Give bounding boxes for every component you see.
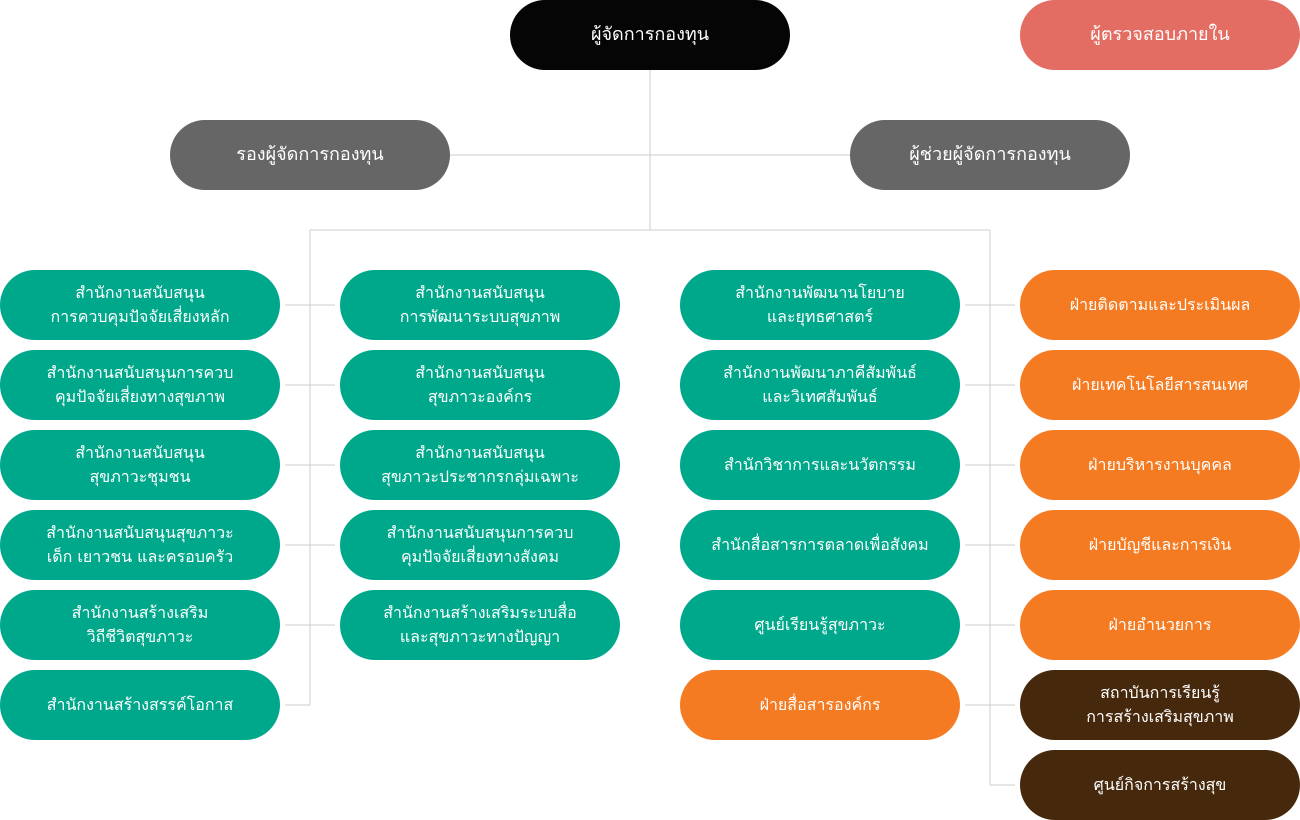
office-box: สำนักงานสร้างเสริมระบบสื่อ และสุขภาวะทาง… bbox=[340, 590, 620, 660]
assistant-manager-box: ผู้ช่วยผู้จัดการกองทุน bbox=[850, 120, 1130, 190]
department-box: ฝ่ายอำนวยการ bbox=[1020, 590, 1300, 660]
internal-auditor-box: ผู้ตรวจสอบภายใน bbox=[1020, 0, 1300, 70]
office-box: ศูนย์เรียนรู้สุขภาวะ bbox=[680, 590, 960, 660]
office-box: สำนักงานพัฒนาภาคีสัมพันธ์ และวิเทศสัมพัน… bbox=[680, 350, 960, 420]
office-box: สำนักวิชาการและนวัตกรรม bbox=[680, 430, 960, 500]
office-box: สำนักงานสร้างเสริม วิถีชีวิตสุขภาวะ bbox=[0, 590, 280, 660]
center-box: ศูนย์กิจการสร้างสุข bbox=[1020, 750, 1300, 820]
fund-manager-box: ผู้จัดการกองทุน bbox=[510, 0, 790, 70]
institute-box: สถาบันการเรียนรู้ การสร้างเสริมสุขภาพ bbox=[1020, 670, 1300, 740]
office-box: สำนักงานสนับสนุน สุขภาวะชุมชน bbox=[0, 430, 280, 500]
office-box: สำนักงานสนับสนุนสุขภาวะ เด็ก เยาวชน และค… bbox=[0, 510, 280, 580]
department-box: ฝ่ายติดตามและประเมินผล bbox=[1020, 270, 1300, 340]
office-box: สำนักงานสนับสนุน การพัฒนาระบบสุขภาพ bbox=[340, 270, 620, 340]
office-box: สำนักสื่อสารการตลาดเพื่อสังคม bbox=[680, 510, 960, 580]
department-box: ฝ่ายบริหารงานบุคคล bbox=[1020, 430, 1300, 500]
department-box: ฝ่ายสื่อสารองค์กร bbox=[680, 670, 960, 740]
office-box: สำนักงานสนับสนุนการควบ คุมปัจจัยเสี่ยงทา… bbox=[340, 510, 620, 580]
department-box: ฝ่ายเทคโนโลยีสารสนเทศ bbox=[1020, 350, 1300, 420]
office-box: สำนักงานสร้างสรรค์โอกาส bbox=[0, 670, 280, 740]
office-box: สำนักงานสนับสนุน การควบคุมปัจจัยเสี่ยงหล… bbox=[0, 270, 280, 340]
office-box: สำนักงานสนับสนุนการควบ คุมปัจจัยเสี่ยงทา… bbox=[0, 350, 280, 420]
office-box: สำนักงานพัฒนานโยบาย และยุทธศาสตร์ bbox=[680, 270, 960, 340]
office-box: สำนักงานสนับสนุน สุขภาวะประชากรกลุ่มเฉพา… bbox=[340, 430, 620, 500]
office-box: สำนักงานสนับสนุน สุขภาวะองค์กร bbox=[340, 350, 620, 420]
department-box: ฝ่ายบัญชีและการเงิน bbox=[1020, 510, 1300, 580]
deputy-manager-box: รองผู้จัดการกองทุน bbox=[170, 120, 450, 190]
